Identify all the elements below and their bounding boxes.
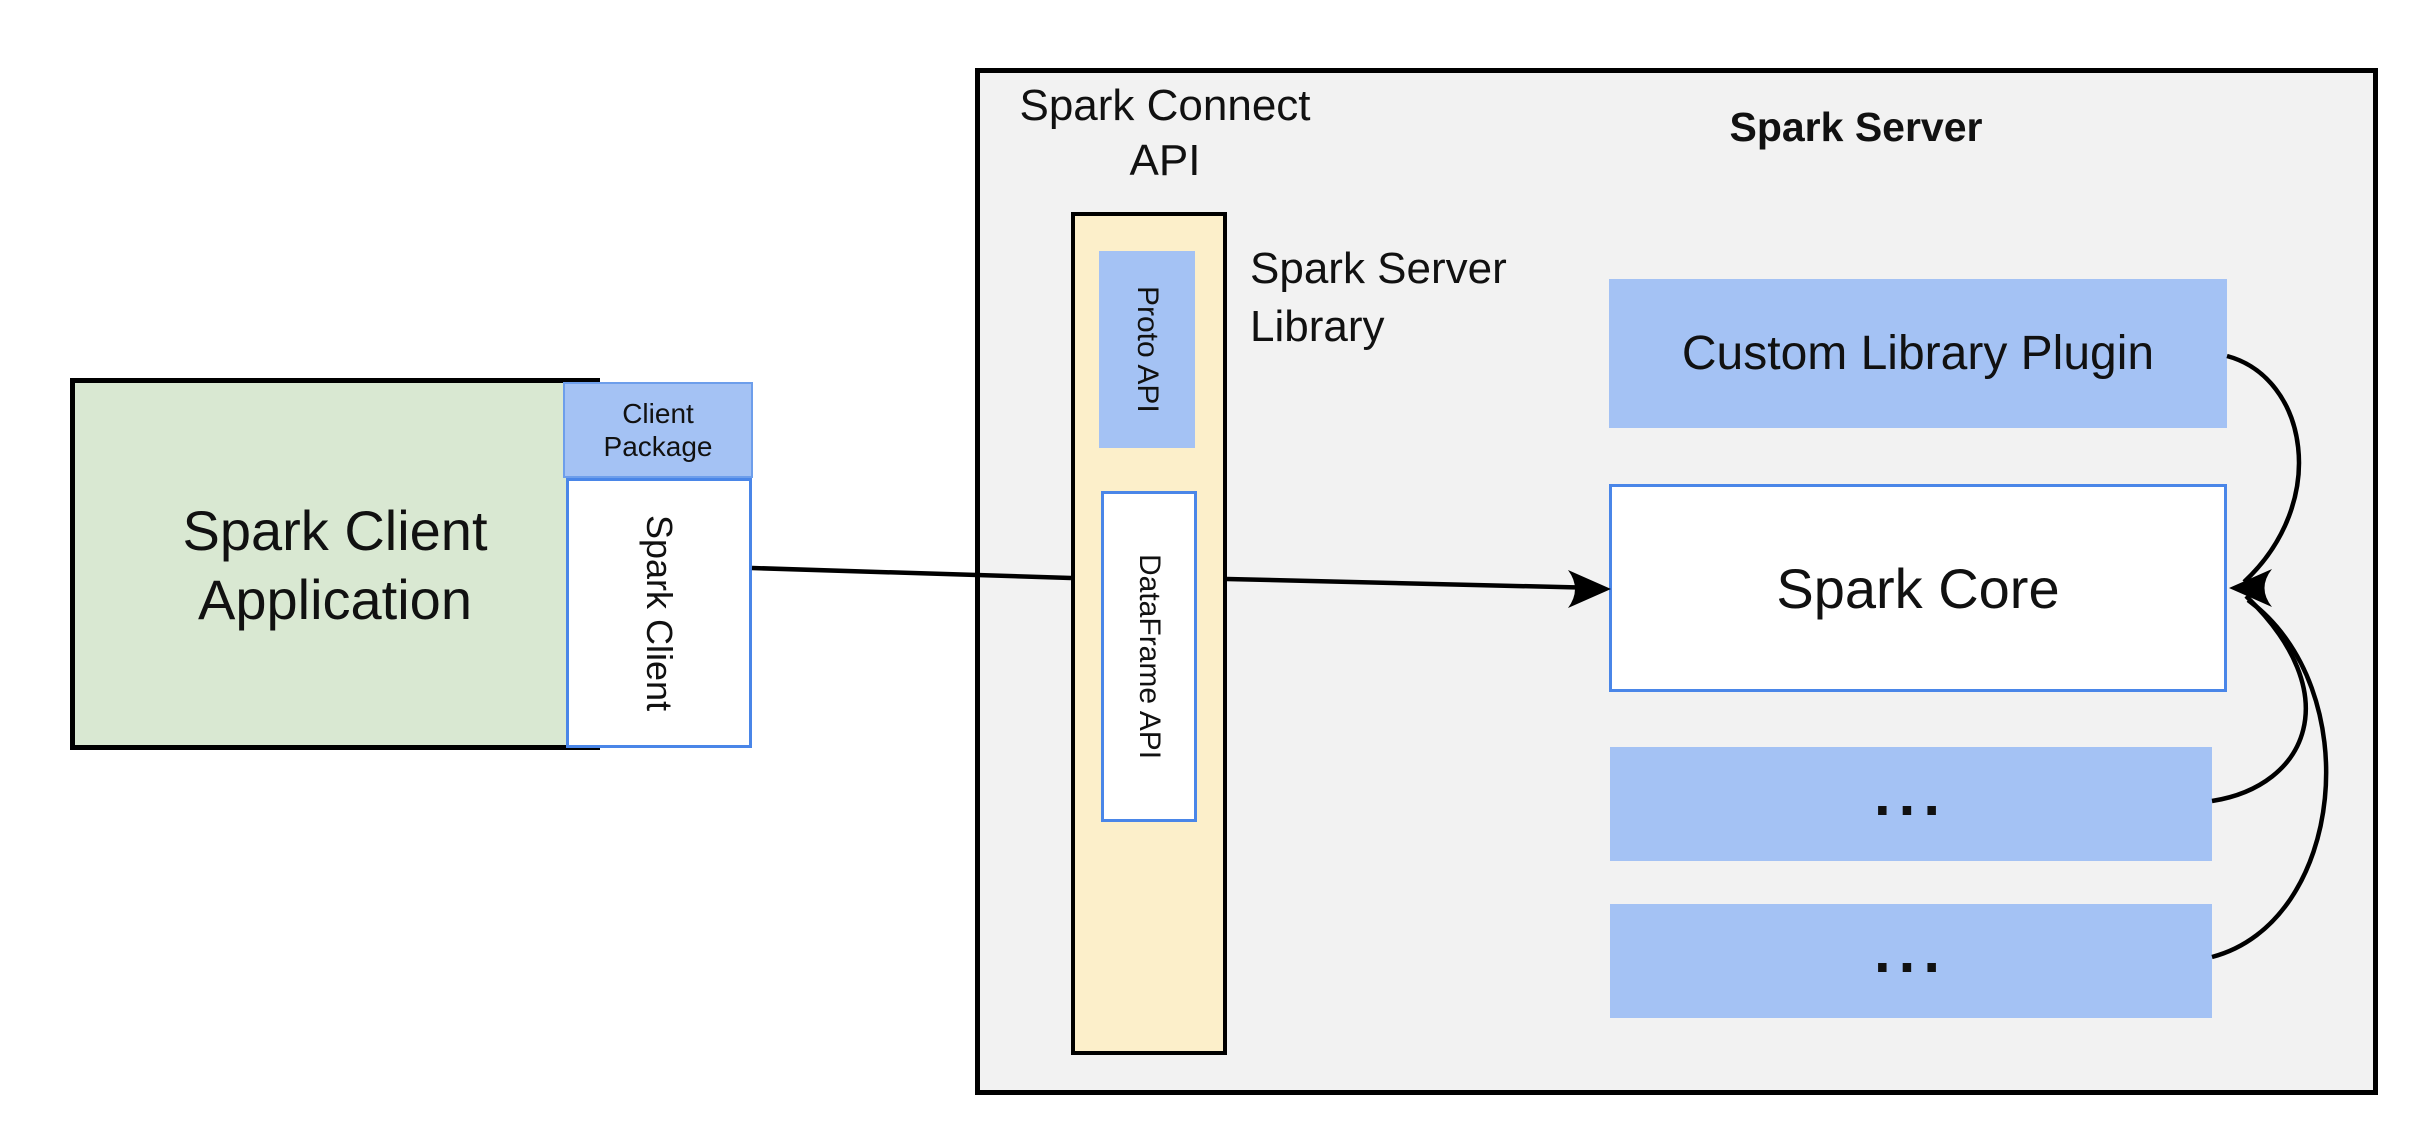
spark-client-application-box	[70, 378, 600, 750]
server-module-box-2: ...	[1610, 904, 2212, 1018]
spark-client-application-label: Spark Client Application	[70, 496, 600, 634]
server-module-2-ellipsis: ...	[1873, 917, 1948, 985]
spark-server-library-label-line1: Spark Server	[1250, 244, 1507, 293]
client-package-label-line1: Client	[622, 398, 694, 429]
dataframe-api-box: DataFrame API	[1101, 491, 1197, 822]
spark-core-box: Spark Core	[1609, 484, 2227, 692]
custom-library-plugin-label: Custom Library Plugin	[1681, 327, 2155, 380]
spark-client-application-label-line1: Spark Client	[182, 499, 488, 562]
proto-api-box: Proto API	[1099, 251, 1195, 448]
server-module-box-1: ...	[1610, 747, 2212, 861]
proto-api-label: Proto API	[1131, 286, 1164, 413]
spark-connect-api-title-line2: API	[1129, 136, 1201, 185]
spark-server-library-label: Spark Server Library	[1250, 240, 1610, 356]
client-package-box: Client Package	[563, 382, 753, 478]
spark-client-box: Spark Client	[566, 478, 752, 748]
spark-core-label: Spark Core	[1776, 556, 2060, 620]
spark-client-label: Spark Client	[639, 514, 680, 712]
spark-connect-api-title: Spark Connect API	[965, 78, 1365, 188]
server-module-1-ellipsis: ...	[1873, 760, 1948, 828]
custom-library-plugin-box: Custom Library Plugin	[1609, 279, 2227, 428]
dataframe-api-label: DataFrame API	[1133, 553, 1166, 760]
spark-client-application-label-line2: Application	[198, 568, 472, 631]
spark-connect-api-title-line1: Spark Connect	[1019, 81, 1311, 130]
client-package-label-line2: Package	[603, 431, 713, 462]
spark-server-library-label-line2: Library	[1250, 302, 1385, 351]
spark-server-title: Spark Server	[1729, 104, 1983, 150]
